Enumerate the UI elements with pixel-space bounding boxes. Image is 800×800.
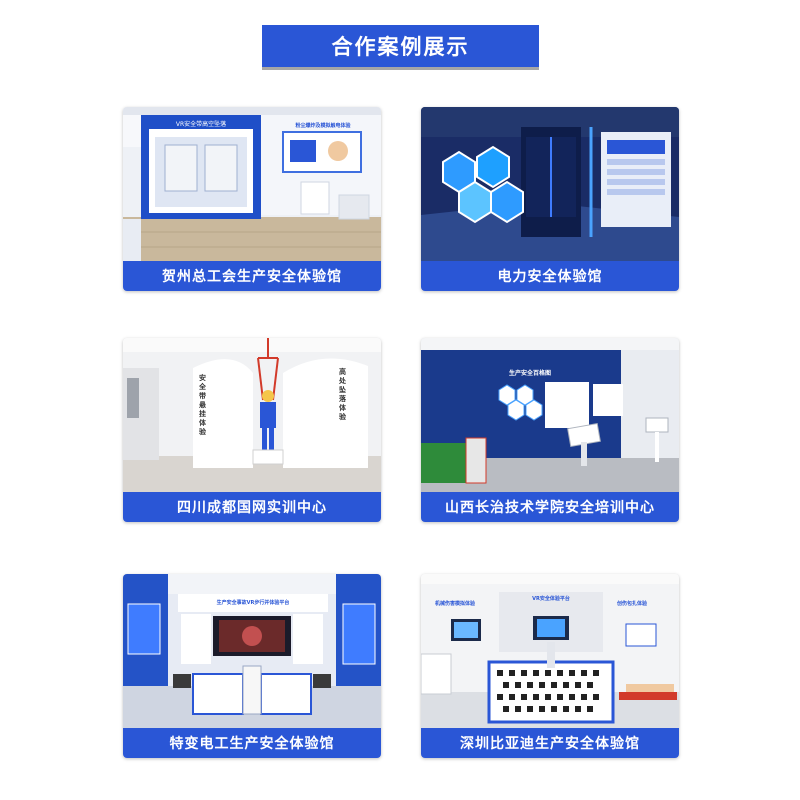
case-image-sichuan: 安全带悬挂体验 高处坠落体验 — [123, 338, 381, 492]
case-caption: 电力安全体验馆 — [421, 261, 679, 291]
sign-fall-experience: 高处坠落体验 — [339, 368, 346, 421]
case-card-hezhou[interactable]: VR安全带高空坠落 粉尘爆炸及模拟触电体验 贺州总工会生产安全体验馆 — [123, 107, 381, 291]
sign-harness-hanging: 安全带悬挂体验 — [199, 374, 206, 436]
case-card-byd[interactable]: VR安全体验平台 机械伤害模拟体验 创伤包扎体验 深圳比亚迪生产安全体验馆 — [421, 574, 679, 758]
sign-vr-platform: VR安全体验平台 — [532, 596, 570, 602]
case-caption: 贺州总工会生产安全体验馆 — [123, 261, 381, 291]
case-image-power — [421, 107, 679, 261]
case-caption: 特变电工生产安全体验馆 — [123, 728, 381, 758]
case-caption: 深圳比亚迪生产安全体验馆 — [421, 728, 679, 758]
sign-wound-dressing: 创伤包扎体验 — [617, 601, 648, 607]
case-image-shanxi: 生产安全百格图 — [421, 338, 679, 492]
case-image-byd: VR安全体验平台 机械伤害模拟体验 创伤包扎体验 — [421, 574, 679, 728]
case-card-tbea[interactable]: 生产安全事故VR步行并体验平台 特变电工生产安全体验馆 — [123, 574, 381, 758]
sign-dust-explosion: 粉尘爆炸及模拟触电体验 — [295, 123, 351, 129]
case-card-shanxi[interactable]: 生产安全百格图 山西长治技术学院安全培训中心 — [421, 338, 679, 522]
case-caption: 山西长治技术学院安全培训中心 — [421, 492, 679, 522]
case-card-power[interactable]: 电力安全体验馆 — [421, 107, 679, 291]
sign-safety-grid: 生产安全百格图 — [509, 370, 552, 377]
sign-machinery-injury: 机械伤害模拟体验 — [435, 601, 476, 607]
sign-vr-harness: VR安全带高空坠落 — [175, 121, 227, 128]
case-card-sichuan[interactable]: 安全带悬挂体验 高处坠落体验 四川成都国网实训中心 — [123, 338, 381, 522]
case-image-tbea: 生产安全事故VR步行并体验平台 — [123, 574, 381, 728]
page-title: 合作案例展示 — [262, 25, 539, 67]
case-image-hezhou: VR安全带高空坠落 粉尘爆炸及模拟触电体验 — [123, 107, 381, 261]
case-caption: 四川成都国网实训中心 — [123, 492, 381, 522]
sign-vr-walking-platform: 生产安全事故VR步行并体验平台 — [216, 600, 290, 606]
